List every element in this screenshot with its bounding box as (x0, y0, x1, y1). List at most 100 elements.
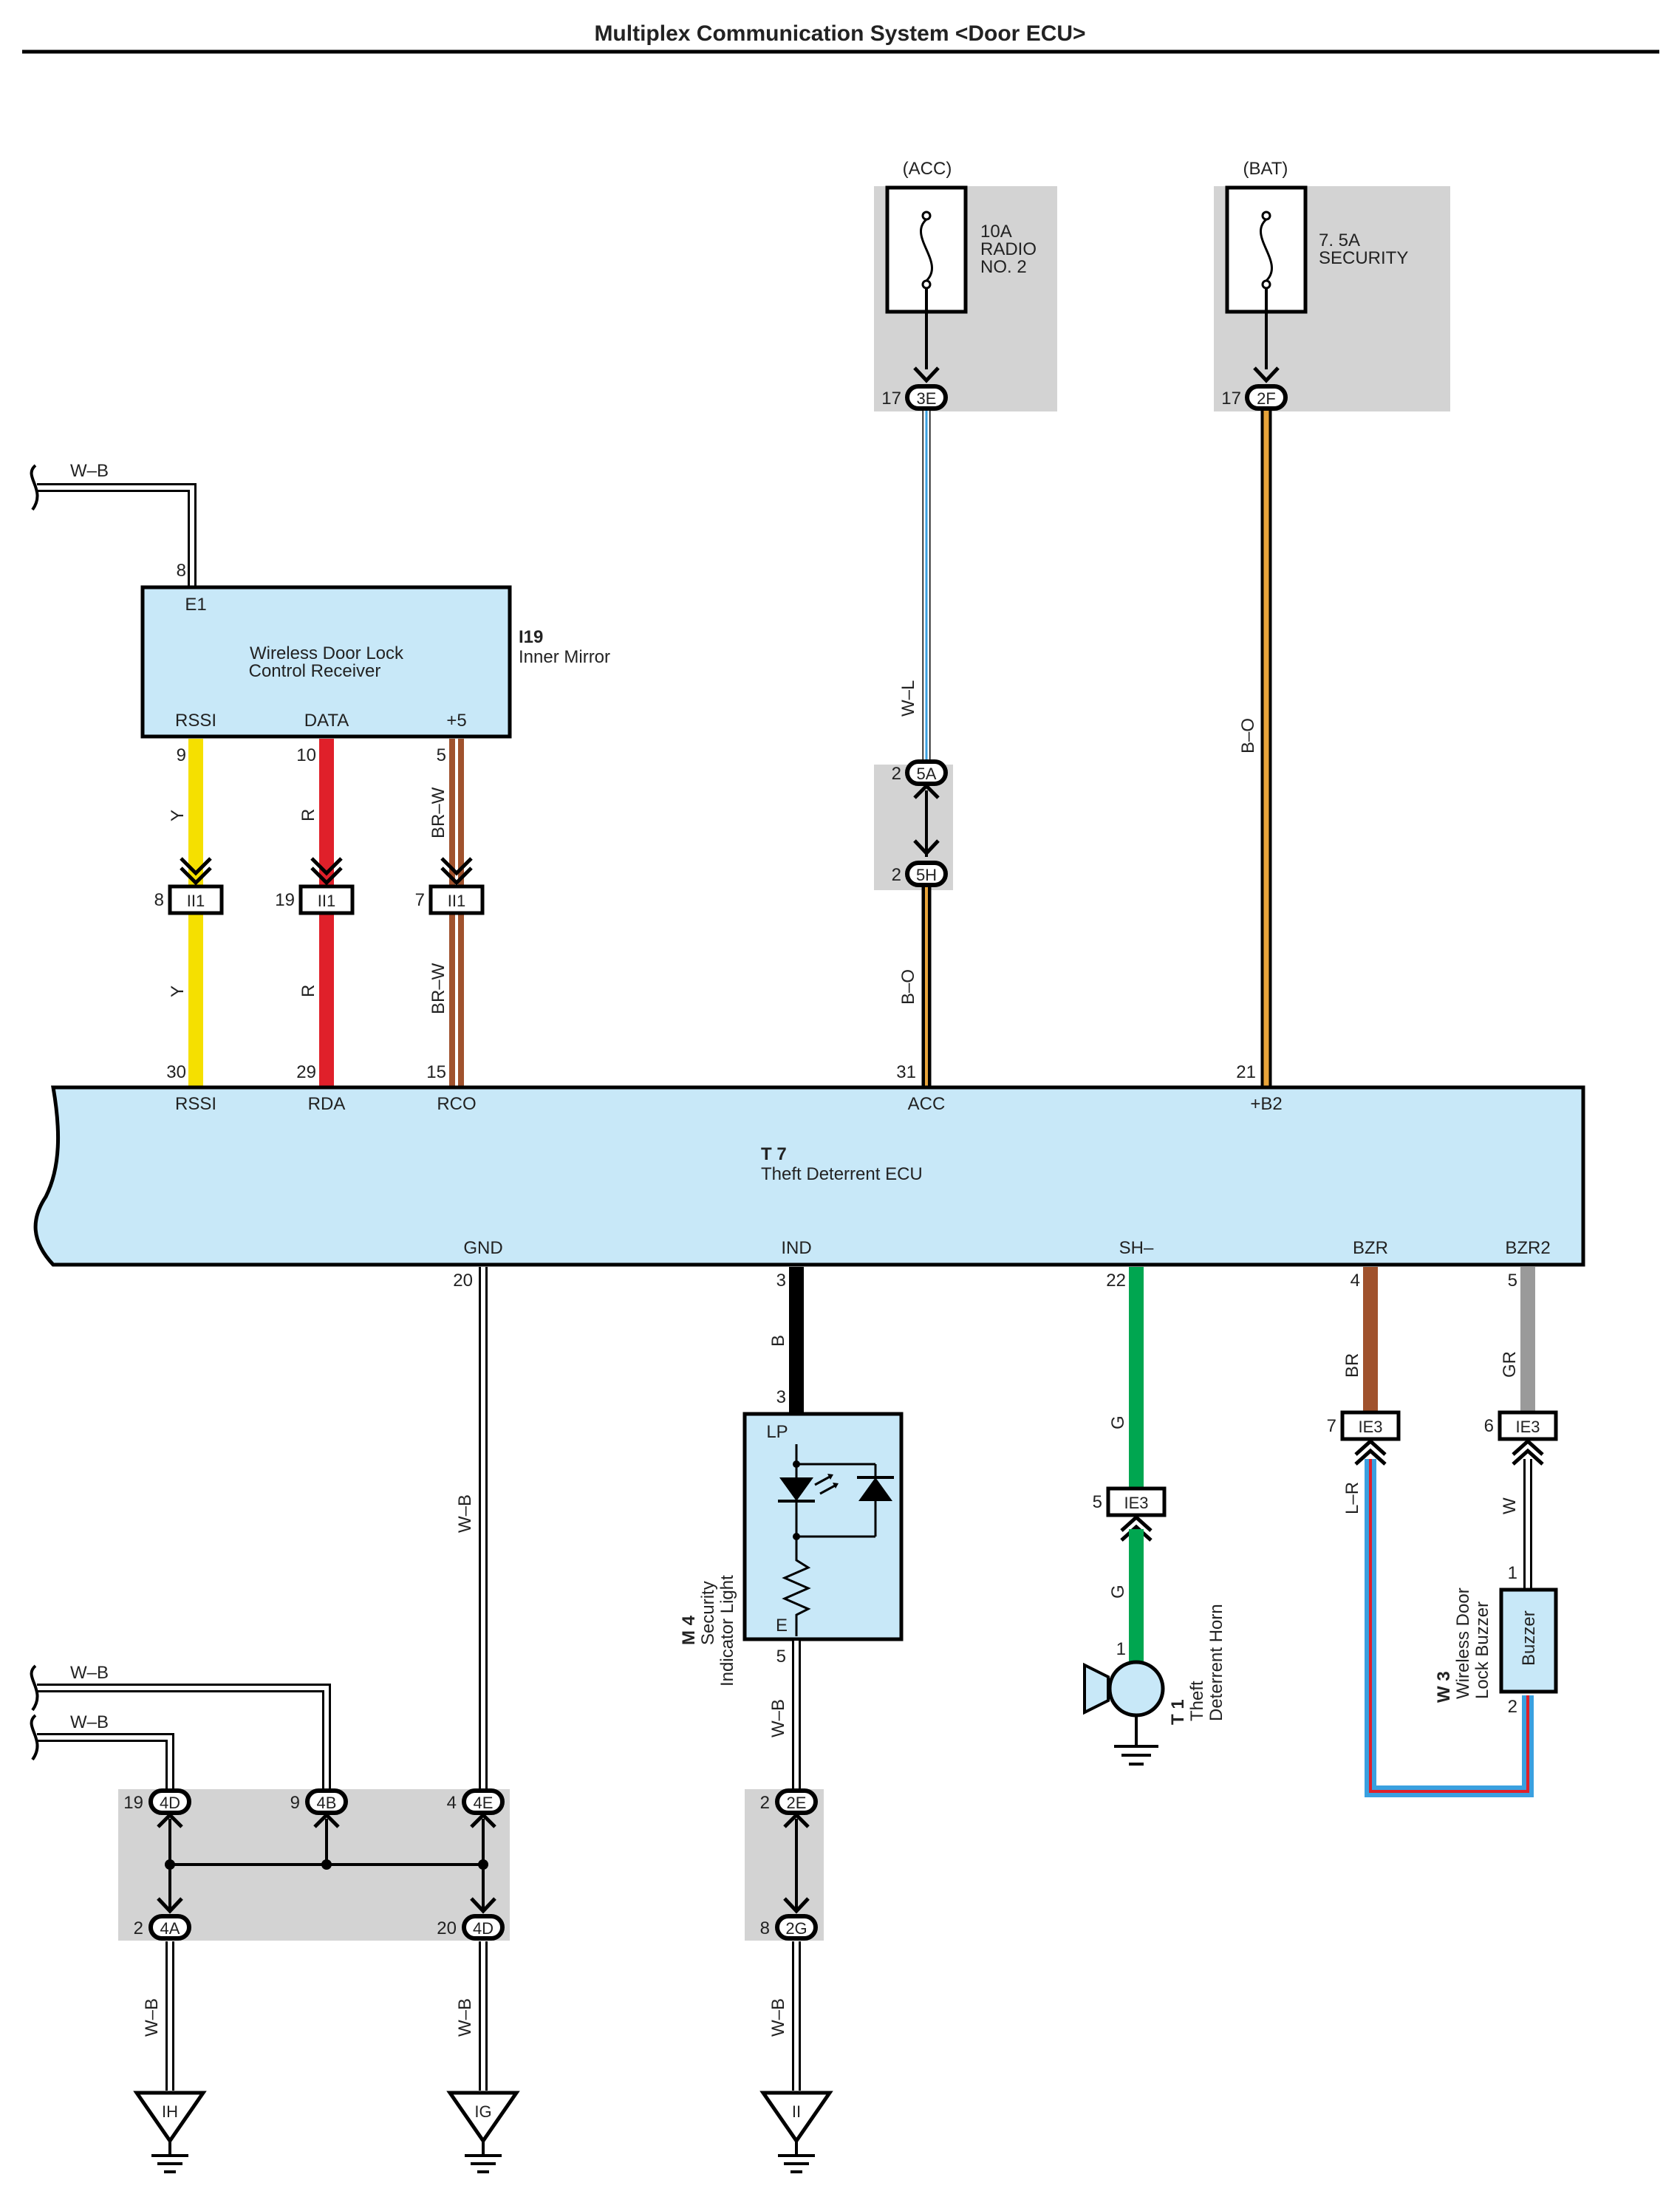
wire-label-bo-acc: B–O (898, 969, 918, 1005)
ecu-pin-num-bzr2: 5 (1508, 1271, 1517, 1291)
indicator-name-line1: Security (698, 1581, 718, 1645)
wire-label-g-upper: G (1108, 1415, 1128, 1429)
acc-connector-arrow (913, 366, 940, 383)
connector-arrow-down (913, 839, 940, 856)
bat-fuse-connector (1245, 384, 1288, 411)
indicator-pin-in: 3 (776, 1387, 786, 1407)
connector-5h-pin: 2 (892, 865, 901, 885)
connector-arrow-up (1512, 1438, 1544, 1466)
connector-ie3-horn-pin: 5 (1093, 1492, 1102, 1512)
acc-fuse-name1: RADIO (980, 239, 1037, 259)
wire-label-indicator-wb: W–B (768, 1699, 788, 1737)
connector-4d-top-pin: 19 (123, 1793, 143, 1813)
wire-label-receiver-gnd: W–B (70, 461, 109, 481)
wire-lr-stripe (1369, 1459, 1529, 1793)
theft-deterrent-ecu (33, 1085, 1585, 1267)
bat-connector-arrow (1253, 366, 1280, 383)
connector-ie3-horn-label: IE3 (1124, 1494, 1148, 1512)
connector-ii1-5v (428, 857, 485, 915)
wire-label-wb-b: W–B (70, 1712, 109, 1732)
wire-receiver-gnd-outline (37, 483, 197, 586)
connector-2g-label: 2G (785, 1919, 807, 1938)
wire-label-ground-ig: W–B (455, 1998, 475, 2037)
wire-label-ground-ih: W–B (142, 1998, 162, 2037)
wire-label-y-upper: Y (168, 810, 188, 821)
receiver-gnd-pin: 8 (177, 561, 186, 581)
buzzer-pin2: 2 (1508, 1697, 1517, 1717)
connector-ii1-data-pin: 19 (275, 890, 295, 910)
ground-ig-label: IG (474, 2102, 491, 2121)
wire-label-br: BR (1342, 1353, 1362, 1378)
indicator-pin-lp: LP (766, 1422, 788, 1442)
bat-fuse-name: SECURITY (1319, 248, 1408, 268)
connector-arrow-up (1120, 1514, 1153, 1542)
connector-4a (148, 1914, 191, 1941)
receiver-pin-num-5v: 5 (437, 745, 446, 765)
ecu-pin-num-b2: 21 (1236, 1062, 1256, 1082)
receiver-pin-e1: E1 (185, 595, 206, 615)
receiver-name-line1: Wireless Door Lock (250, 643, 404, 663)
fuse-icon (920, 211, 933, 290)
receiver-pin-5v: +5 (446, 711, 466, 731)
ecu-pin-rssi: RSSI (175, 1094, 216, 1114)
connector-ii1-data-label: II1 (318, 892, 335, 910)
ecu-pin-bzr: BZR (1353, 1238, 1388, 1258)
connector-arrow-up (913, 783, 940, 799)
connector-4d-top-label: 4D (160, 1794, 180, 1812)
indicator-name-line2: Indicator Light (717, 1575, 737, 1686)
acc-source-label: (ACC) (903, 159, 952, 179)
ecu-pin-rda: RDA (308, 1094, 346, 1114)
connector-ii1-5v-pin: 7 (415, 890, 425, 910)
wire-label-gnd: W–B (455, 1494, 475, 1533)
connector-5a-pin: 2 (892, 764, 901, 784)
buzzer-pin1: 1 (1508, 1563, 1517, 1583)
ecu-pin-bzr2: BZR2 (1505, 1238, 1550, 1258)
ground-ih-label: IH (162, 2102, 178, 2121)
wire-label-r-upper: R (298, 809, 318, 821)
ecu-pin-b2: +B2 (1250, 1094, 1282, 1114)
connector-ii1-rssi-pin: 8 (154, 890, 164, 910)
wire-receiver-gnd-white (37, 485, 194, 586)
resistor-icon (782, 1537, 811, 1636)
connector-4d-bottom-pin: 20 (437, 1918, 457, 1938)
wire-label-w: W (1500, 1497, 1520, 1514)
indicator-pin-e: E (776, 1616, 788, 1636)
connector-4b-label: 4B (317, 1794, 337, 1812)
wire-label-wl: W–L (898, 680, 918, 717)
bat-source-label: (BAT) (1243, 159, 1288, 179)
ground-ii-label: II (792, 2102, 801, 2121)
receiver-ref: I19 (519, 627, 543, 647)
wire-break-symbol (30, 464, 39, 511)
connector-arrow-up (1354, 1438, 1387, 1466)
ecu-pin-num-sh: 22 (1106, 1271, 1126, 1291)
horn-pin: 1 (1116, 1639, 1126, 1659)
wire-label-y-lower: Y (168, 985, 188, 997)
fuse-icon (1260, 211, 1273, 290)
connector-5h-label: 5H (916, 866, 937, 884)
ground-junction-bus (157, 1812, 496, 1914)
receiver-pin-num-data: 10 (296, 745, 316, 765)
connector-ii1-5v-label: II1 (448, 892, 465, 910)
buzzer-name-line2: Lock Buzzer (1472, 1602, 1492, 1699)
wire-label-wb-a: W–B (70, 1663, 109, 1683)
wire-wb-a-white (37, 1686, 329, 1794)
receiver-location: Inner Mirror (519, 647, 610, 667)
connector-ie3-bzr2 (1498, 1410, 1558, 1441)
wire-label-g-lower: G (1108, 1585, 1128, 1599)
connector-5a-label: 5A (917, 765, 937, 783)
ecu-pin-num-rssi: 30 (166, 1062, 186, 1082)
ecu-pin-gnd: GND (463, 1238, 502, 1258)
connector-ii1-data (298, 857, 355, 915)
receiver-pin-data: DATA (304, 711, 349, 731)
bat-fuse-connector-label: 2F (1257, 389, 1276, 408)
buzzer-ref: W 3 (1434, 1671, 1454, 1703)
connector-4a-label: 4A (160, 1919, 180, 1938)
security-indicator-light (742, 1412, 904, 1641)
receiver-name-line2: Control Receiver (249, 661, 381, 681)
indicator-ref: M 4 (679, 1615, 699, 1645)
ground-ii-icon (759, 2091, 833, 2173)
connector-5h (905, 861, 948, 887)
ecu-name: Theft Deterrent ECU (761, 1164, 923, 1184)
receiver-pin-num-rssi: 9 (177, 745, 186, 765)
